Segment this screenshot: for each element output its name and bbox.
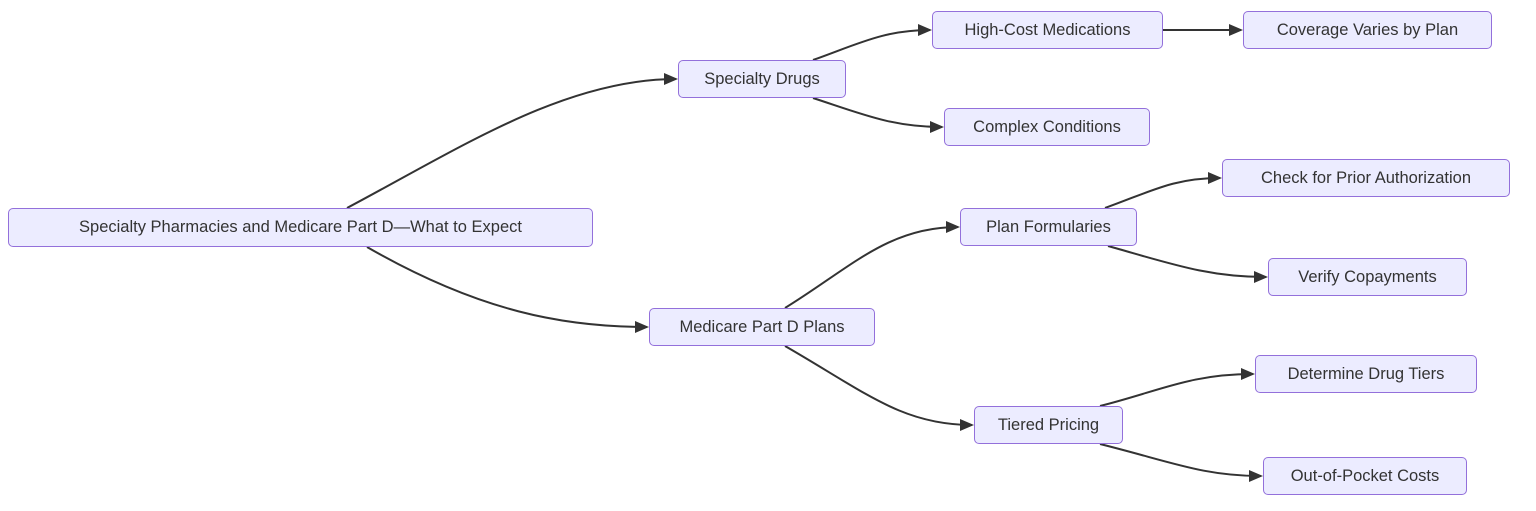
edge-root-to-specialty-drugs xyxy=(346,73,678,209)
node-medicare-part-d-plans: Medicare Part D Plans xyxy=(649,308,875,346)
edge-tiered-pricing-to-determine-drug-tiers xyxy=(1099,368,1255,407)
edges-group xyxy=(346,24,1268,482)
node-check-for-prior-authorization: Check for Prior Authorization xyxy=(1222,159,1510,197)
edge-specialty-drugs-to-complex-conditions xyxy=(812,97,944,133)
edge-plan-formularies-to-verify-copayments xyxy=(1107,245,1268,283)
node-coverage-varies-by-plan: Coverage Varies by Plan xyxy=(1243,11,1492,49)
node-out-of-pocket-costs: Out-of-Pocket Costs xyxy=(1263,457,1467,495)
node-complex-conditions: Complex Conditions xyxy=(944,108,1150,146)
node-determine-drug-tiers: Determine Drug Tiers xyxy=(1255,355,1477,393)
edge-medicare-part-d-plans-to-plan-formularies xyxy=(784,221,960,309)
node-verify-copayments: Verify Copayments xyxy=(1268,258,1467,296)
node-high-cost-medications: High-Cost Medications xyxy=(932,11,1163,49)
edge-root-to-medicare-part-d-plans xyxy=(366,246,649,333)
node-tiered-pricing: Tiered Pricing xyxy=(974,406,1123,444)
node-specialty-drugs: Specialty Drugs xyxy=(678,60,846,98)
edge-medicare-part-d-plans-to-tiered-pricing xyxy=(784,345,974,431)
node-plan-formularies: Plan Formularies xyxy=(960,208,1137,246)
edge-tiered-pricing-to-out-of-pocket-costs xyxy=(1099,443,1263,482)
edge-plan-formularies-to-check-for-prior-authorization xyxy=(1104,172,1222,209)
edge-specialty-drugs-to-high-cost-medications xyxy=(812,24,932,61)
node-root: Specialty Pharmacies and Medicare Part D… xyxy=(8,208,593,247)
